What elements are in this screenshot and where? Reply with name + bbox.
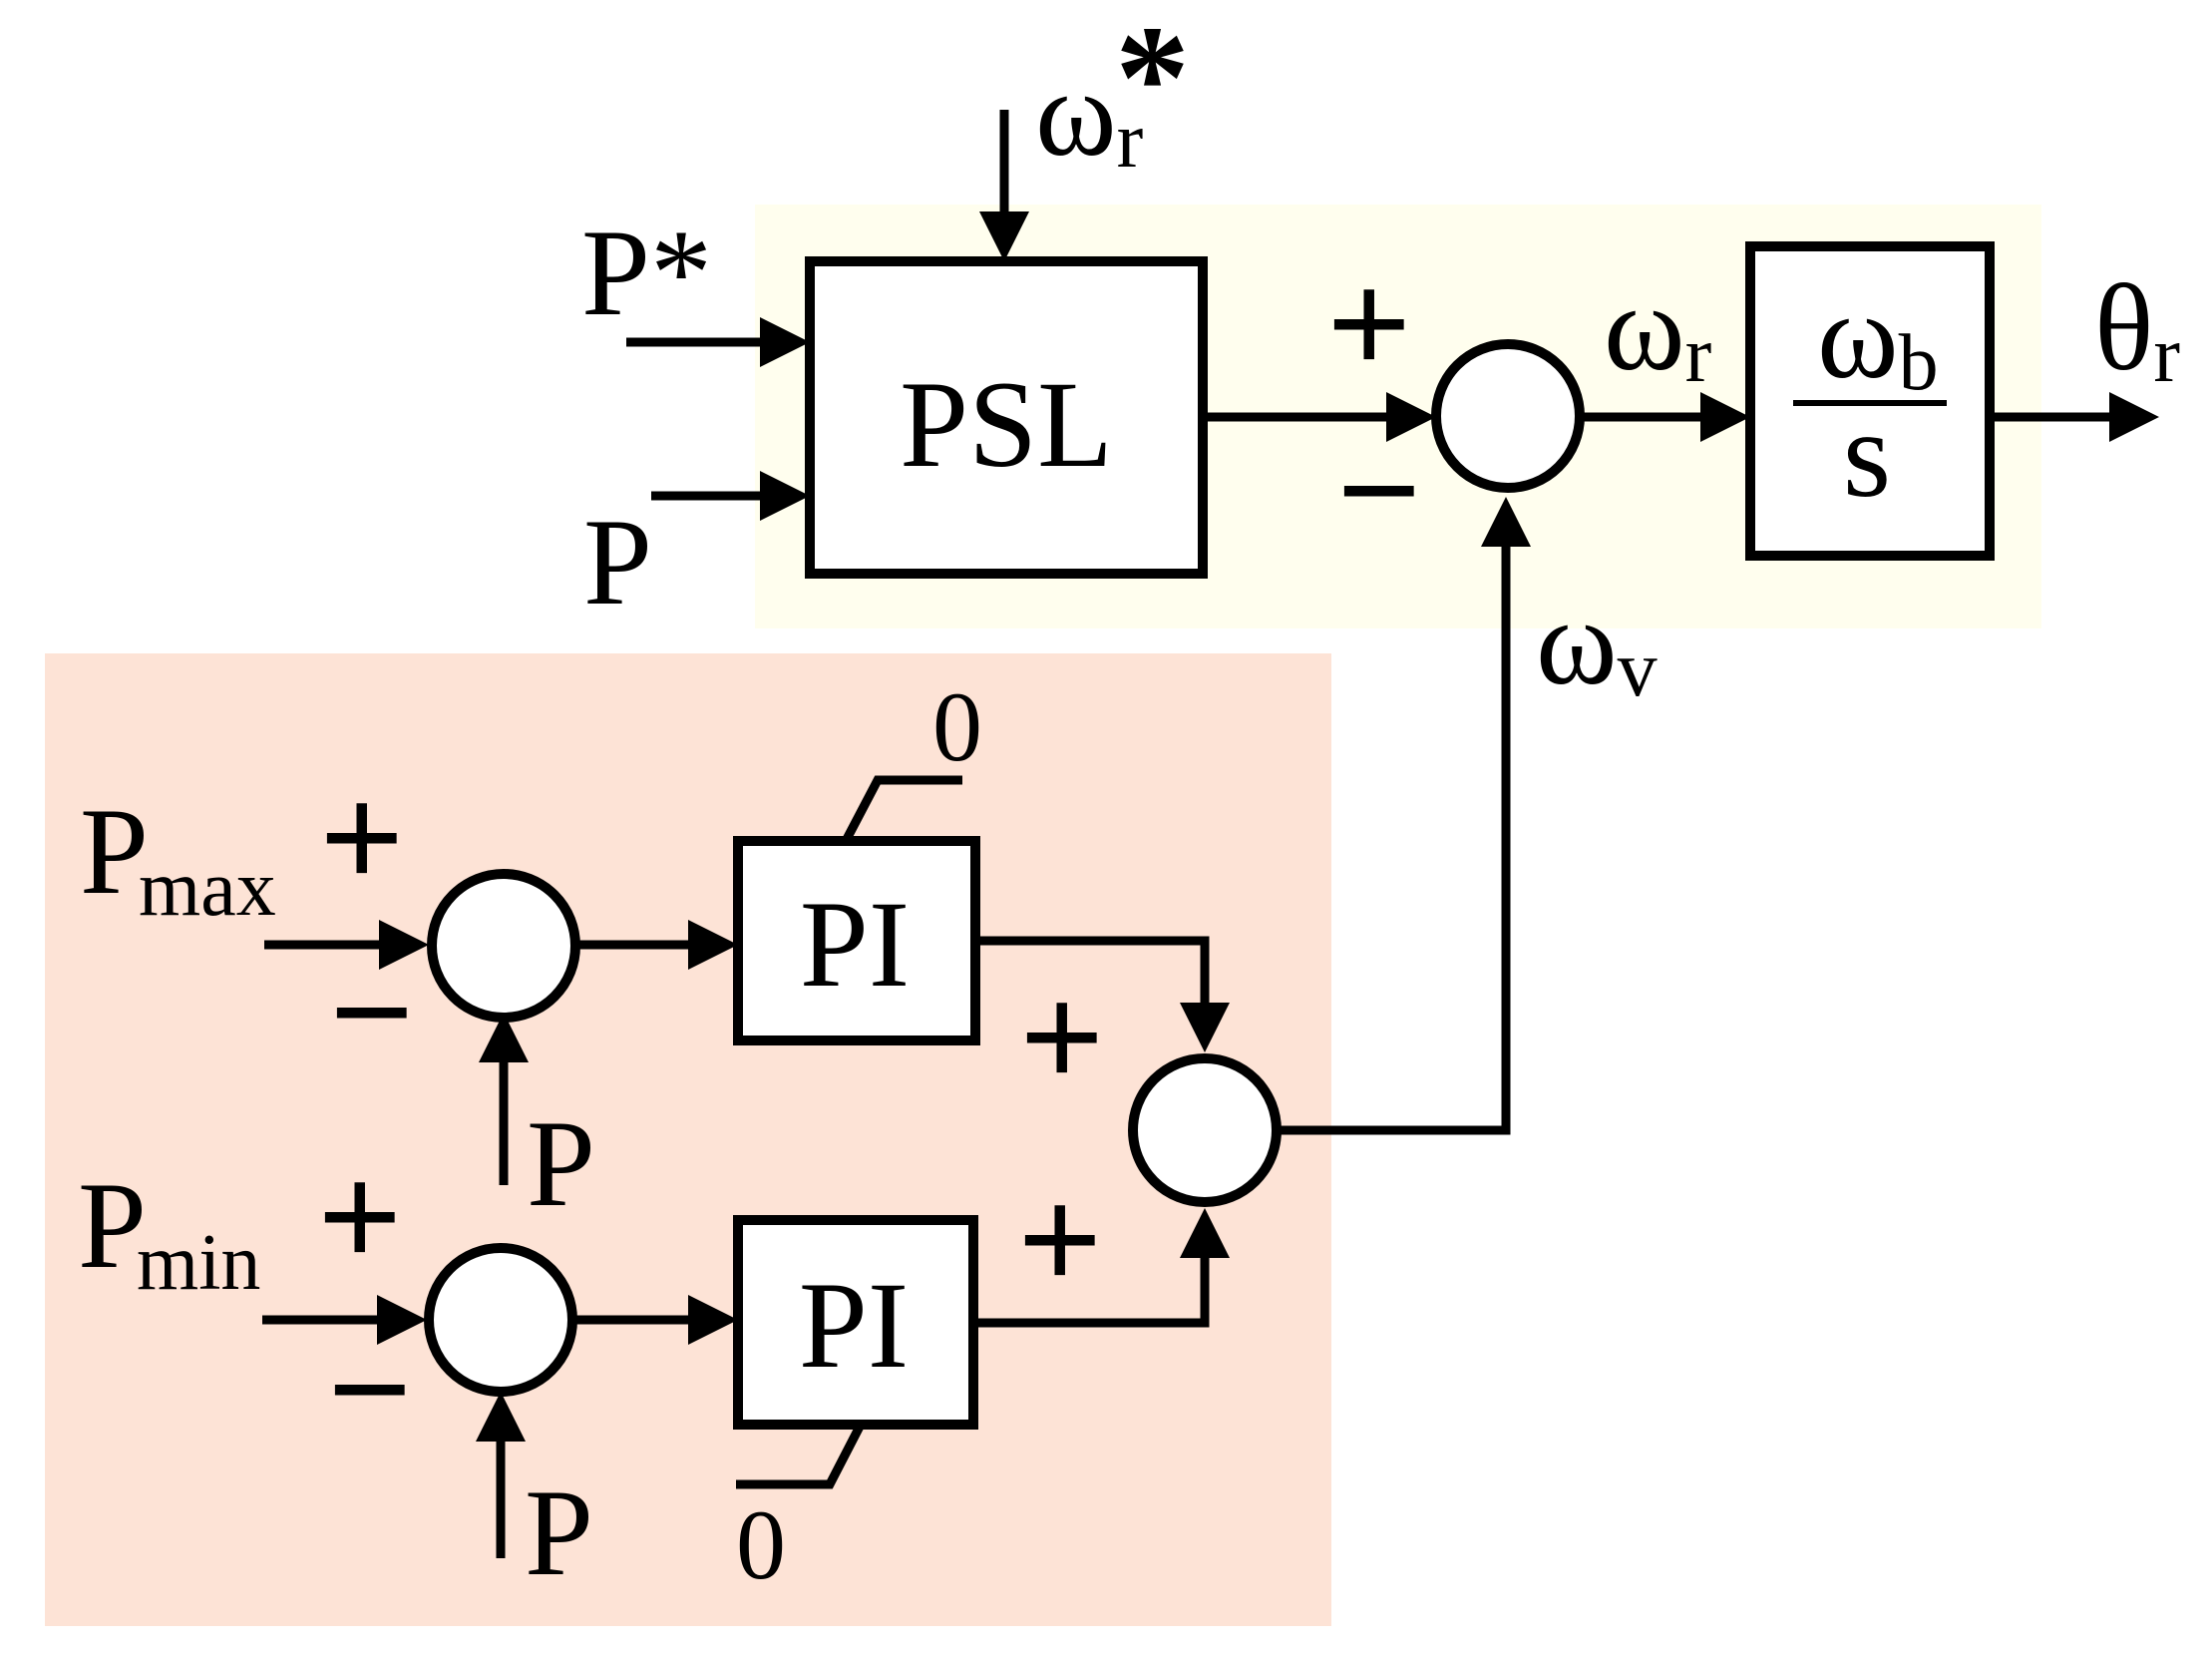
label-p-min: Pmin xyxy=(78,1157,260,1307)
sum-junction-top xyxy=(1431,339,1585,493)
pi-max-block-label: PI xyxy=(800,876,910,1013)
psl-block-label: PSL xyxy=(900,356,1113,493)
label-p-feedback-lower: P xyxy=(525,1464,593,1601)
arrowhead-p-max xyxy=(379,920,429,970)
arrowhead-p-feedback-upper xyxy=(479,1013,529,1062)
sign-top-plus: + xyxy=(1326,241,1411,407)
arrowhead-p-star xyxy=(760,317,810,367)
inner-limit-region xyxy=(45,653,1331,1626)
label-theta-r: θr xyxy=(2094,259,2180,399)
label-p-star: P* xyxy=(581,205,712,341)
wire-pi-max-out xyxy=(975,936,1210,1008)
sum-junction-merge xyxy=(1128,1053,1282,1207)
label-limit-upper: 0 xyxy=(932,671,982,782)
integrator-denominator: s xyxy=(1843,386,1891,523)
arrowhead-p-feedback-lower xyxy=(476,1392,526,1442)
sign-max-plus: + xyxy=(319,755,404,921)
label-p-top: P xyxy=(583,494,652,630)
wire-limit-lower xyxy=(736,1422,865,1489)
arrowhead-psl-out xyxy=(1386,392,1436,442)
wire-limit-upper xyxy=(842,775,962,844)
sign-top-minus: − xyxy=(1336,408,1421,574)
arrowhead-omega-r xyxy=(1700,392,1750,442)
label-p-feedback-upper: P xyxy=(527,1095,595,1232)
arrowhead-omega-v xyxy=(1481,497,1531,547)
arrowhead-p-min xyxy=(377,1295,427,1345)
sign-merge-plus-upper: + xyxy=(1019,955,1104,1120)
sign-min-plus: + xyxy=(317,1134,402,1300)
arrowhead-p-top xyxy=(760,471,810,521)
arrowhead-omega-r-star xyxy=(979,211,1029,261)
arrowhead-theta-r xyxy=(2109,392,2159,442)
sign-max-minus: − xyxy=(329,930,414,1095)
label-p-max: Pmax xyxy=(80,783,276,933)
arrowhead-sum-max-out xyxy=(688,920,738,970)
pi-min-block-label: PI xyxy=(799,1257,909,1394)
label-omega-r-star: ωr xyxy=(1035,45,1143,185)
wire-pi-min-out xyxy=(973,1255,1210,1328)
pi-max-block xyxy=(733,836,980,1045)
label-limit-lower: 0 xyxy=(736,1489,786,1600)
psl-block xyxy=(805,256,1208,579)
arrowhead-pi-min-out xyxy=(1180,1208,1230,1258)
sum-junction-min xyxy=(424,1243,577,1397)
arrowhead-sum-min-out xyxy=(688,1295,738,1345)
label-omega-r: ωr xyxy=(1604,259,1711,399)
wire-omega-v xyxy=(1280,542,1511,1135)
arrowhead-pi-max-out xyxy=(1180,1003,1230,1052)
pi-min-block xyxy=(733,1215,978,1430)
label-omega-r-star-sup: * xyxy=(1115,0,1190,161)
integrator-numerator: ωb xyxy=(1817,267,1939,407)
sum-junction-max xyxy=(427,869,580,1023)
sign-min-minus: − xyxy=(327,1307,412,1472)
sign-merge-plus-lower: + xyxy=(1017,1157,1102,1323)
label-omega-v: ωv xyxy=(1536,574,1658,713)
